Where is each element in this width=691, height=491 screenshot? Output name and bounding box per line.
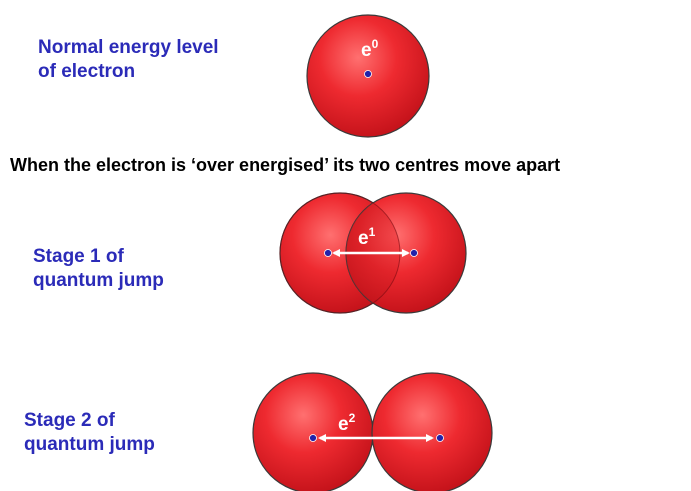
over-energised-heading: When the electron is ‘over energised’ it…	[10, 155, 561, 175]
e0-superscript: 0	[372, 37, 379, 51]
e1-base: e	[358, 228, 369, 249]
normal-energy-label-line2: of electron	[38, 61, 136, 82]
stage2-right-sphere	[371, 372, 493, 491]
e1-label: e1	[358, 225, 376, 249]
electron-normal: e0	[306, 14, 430, 138]
stage1-overlap-region	[346, 193, 400, 313]
stage1-right-center-dot	[410, 249, 418, 257]
e2-superscript: 2	[349, 411, 356, 425]
stage1-label: Stage 1 of quantum jump	[33, 245, 164, 293]
e1-superscript: 1	[369, 225, 376, 239]
e0-label: e0	[361, 37, 379, 61]
electron-center-dot	[364, 70, 372, 78]
electron-stage1: e1	[279, 192, 467, 314]
e2-label: e2	[338, 411, 356, 435]
normal-energy-label-line1: Normal energy level	[38, 37, 219, 58]
stage1-left-center-dot	[324, 249, 332, 257]
stage2-left-center-dot	[309, 434, 317, 442]
stage2-right-center-dot	[436, 434, 444, 442]
e2-base: e	[338, 414, 349, 435]
e0-base: e	[361, 40, 372, 61]
stage1-label-line2: quantum jump	[33, 270, 164, 291]
stage2-left-sphere	[252, 372, 374, 491]
stage2-label-line1: Stage 2 of	[24, 410, 115, 431]
stage2-label-line2: quantum jump	[24, 434, 155, 455]
normal-energy-label: Normal energy level of electron	[38, 36, 219, 84]
stage1-label-line1: Stage 1 of	[33, 246, 124, 267]
electron-stage2: e2	[252, 372, 493, 491]
stage2-label: Stage 2 of quantum jump	[24, 409, 155, 457]
